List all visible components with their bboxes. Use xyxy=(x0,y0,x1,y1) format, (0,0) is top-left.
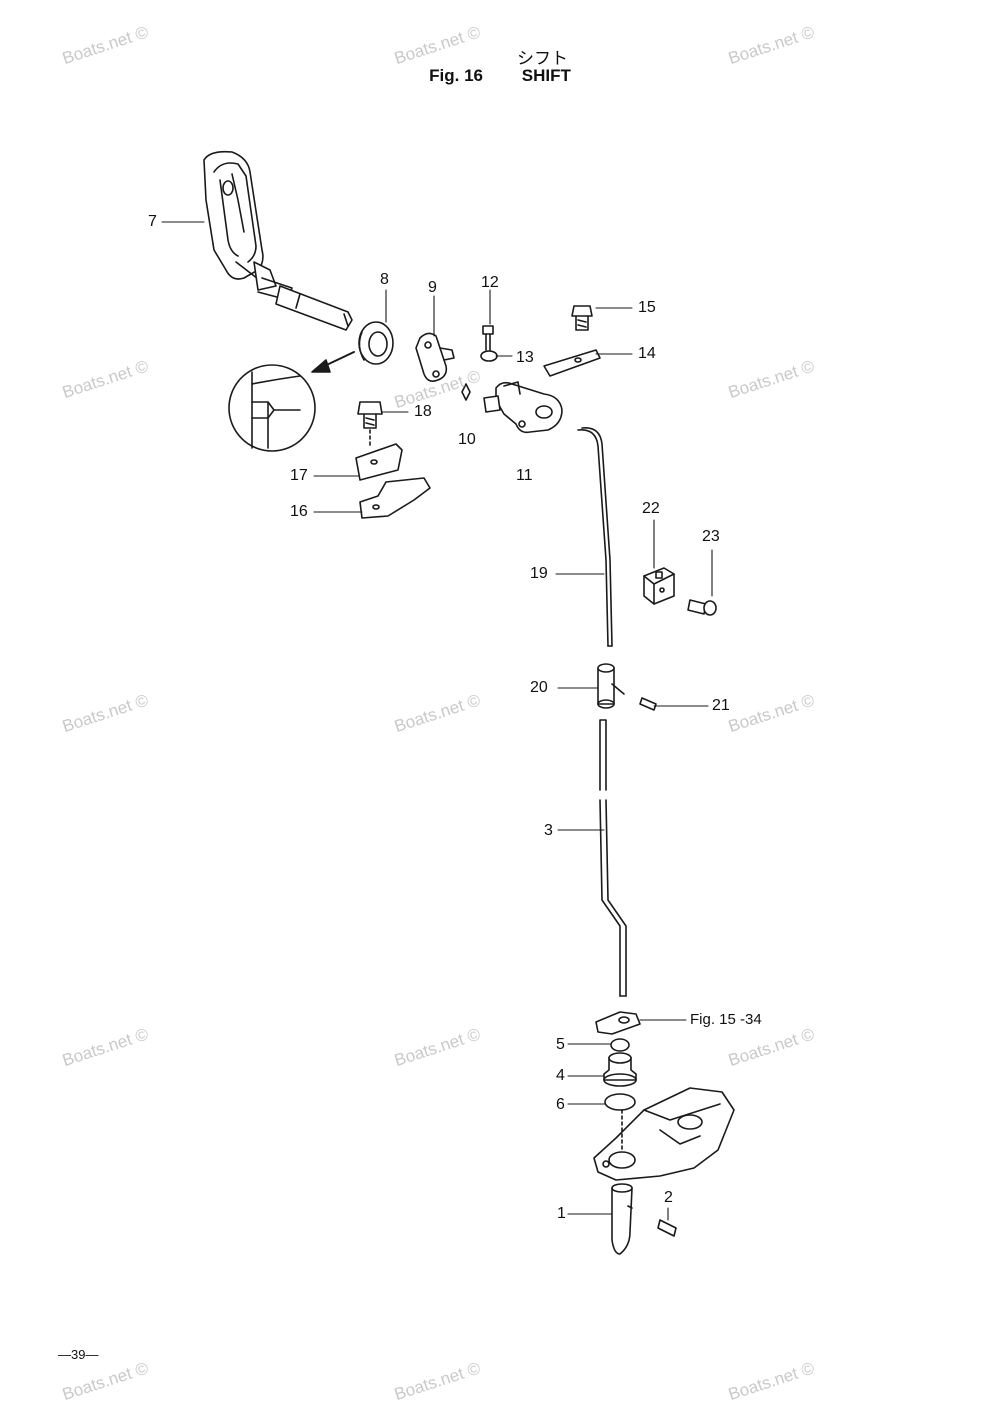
callout-6: 6 xyxy=(556,1096,565,1113)
callout-15: 15 xyxy=(638,299,656,316)
part-18-bolt xyxy=(357,401,383,447)
part-4-bushing xyxy=(603,1052,637,1087)
part-10-clip xyxy=(461,383,471,401)
part-22-block xyxy=(643,567,675,605)
part-20-connector xyxy=(597,663,625,709)
page-number: —39— xyxy=(58,1347,99,1362)
part-16-plate xyxy=(359,477,431,519)
figure-title: SHIFT xyxy=(521,66,571,85)
callout-21: 21 xyxy=(712,697,730,714)
callout-17: 17 xyxy=(290,467,308,484)
part-13-washer xyxy=(480,350,498,362)
callout-18: 18 xyxy=(414,403,432,420)
part-1-shift-cam xyxy=(611,1183,633,1255)
callout-20: 20 xyxy=(530,679,548,696)
title-row: Fig. 16 SHIFT xyxy=(0,66,1000,86)
callout-23: 23 xyxy=(702,528,720,545)
part-23-screw xyxy=(687,599,717,616)
title-japanese: シフト xyxy=(517,49,568,69)
part-19-shift-rod xyxy=(577,427,613,647)
part-17-plate xyxy=(355,443,403,481)
callout-13: 13 xyxy=(516,349,534,366)
figure-number: Fig. 16 xyxy=(429,66,483,85)
part-14-plate xyxy=(543,349,601,377)
callout-14: 14 xyxy=(638,345,656,362)
callout-4: 4 xyxy=(556,1067,565,1084)
callout-11: 11 xyxy=(516,467,533,484)
callout-16: 16 xyxy=(290,503,308,520)
callout-8: 8 xyxy=(380,271,389,288)
callout-fig15-34: Fig. 15 -34 xyxy=(690,1011,762,1028)
callout-1: 1 xyxy=(557,1205,566,1222)
part-6-o-ring xyxy=(604,1093,636,1111)
callout-7: 7 xyxy=(148,213,157,230)
part-5-ring xyxy=(610,1038,630,1052)
part-15-bolt xyxy=(571,305,593,331)
callout-3: 3 xyxy=(544,822,553,839)
callout-12: 12 xyxy=(481,274,499,291)
part-3-shift-rod xyxy=(599,719,627,997)
callout-9: 9 xyxy=(428,279,437,296)
callout-2: 2 xyxy=(664,1189,673,1206)
part-21-pin xyxy=(639,697,657,711)
part-fig15-34-plate xyxy=(595,1011,641,1035)
seal-detail-circle xyxy=(228,364,316,452)
part-8-oil-seal xyxy=(358,321,394,365)
part-9-shift-arm xyxy=(415,332,455,382)
part-11-bracket xyxy=(483,381,563,434)
part-2-pin xyxy=(657,1219,677,1237)
shift-housing xyxy=(593,1087,735,1181)
leader-lines xyxy=(161,221,713,1221)
callout-5: 5 xyxy=(556,1036,565,1053)
callout-19: 19 xyxy=(530,565,548,582)
callout-22: 22 xyxy=(642,500,660,517)
part-7-shift-lever xyxy=(203,150,353,331)
detail-arrow xyxy=(311,351,355,373)
callout-10: 10 xyxy=(458,431,476,448)
part-12-screw xyxy=(482,325,494,351)
